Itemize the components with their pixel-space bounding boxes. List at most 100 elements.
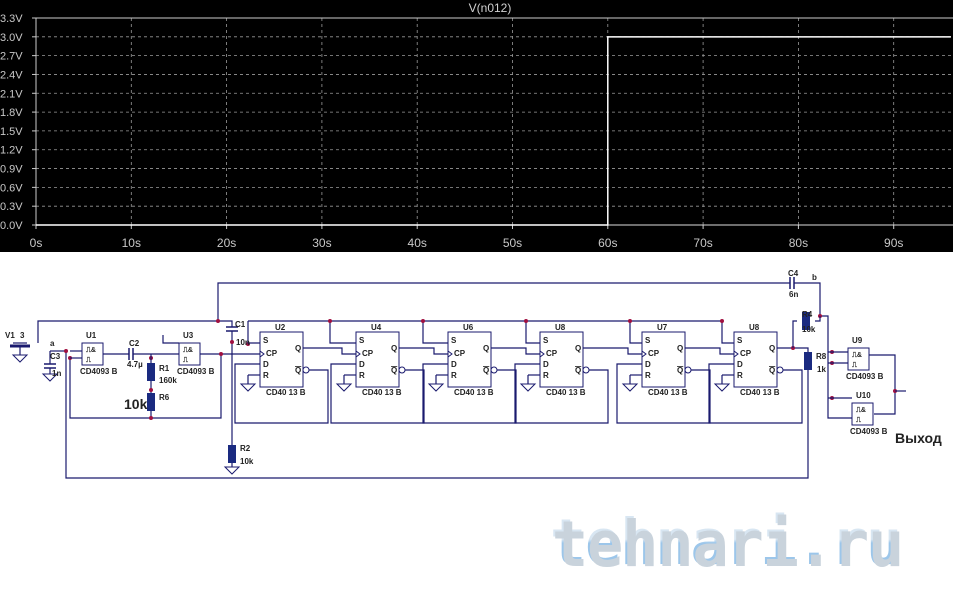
pin-qn: Q bbox=[483, 366, 489, 375]
wire bbox=[303, 347, 356, 355]
x-tick-label: 20s bbox=[217, 236, 236, 250]
pin-s: S bbox=[359, 336, 365, 345]
x-tick-label: 70s bbox=[693, 236, 712, 250]
node-b-label: b bbox=[812, 273, 817, 282]
flipflop-part: CD40 13 B bbox=[454, 388, 494, 397]
y-tick-label: 1.2V bbox=[0, 145, 23, 157]
wire bbox=[491, 347, 540, 355]
gate-part: CD4093 B bbox=[80, 367, 118, 376]
wire bbox=[708, 363, 803, 424]
capacitor bbox=[44, 363, 56, 369]
v1-label: V1 bbox=[5, 331, 15, 340]
pin-qn: Q bbox=[295, 366, 301, 375]
r1-label: R1 bbox=[159, 364, 170, 373]
capacitor bbox=[128, 348, 134, 360]
y-tick-label: 1.8V bbox=[0, 107, 23, 119]
resistor bbox=[147, 393, 155, 411]
y-tick-label: 1.5V bbox=[0, 126, 23, 138]
gate-part: CD4093 B bbox=[177, 367, 215, 376]
y-tick-label: 0.6V bbox=[0, 182, 23, 194]
r6-value: 10k bbox=[124, 396, 148, 412]
pin-d: D bbox=[543, 360, 549, 369]
x-tick-label: 10s bbox=[122, 236, 141, 250]
flipflop-name: U8 bbox=[555, 323, 566, 332]
resistor bbox=[147, 363, 155, 381]
clock-icon bbox=[447, 350, 453, 358]
pin-qn: Q bbox=[391, 366, 397, 375]
plot-title: V(n012) bbox=[469, 1, 512, 15]
y-tick-label: 3.0V bbox=[0, 32, 23, 44]
wire bbox=[514, 363, 609, 424]
ground-icon bbox=[223, 466, 241, 475]
clock-icon bbox=[539, 350, 545, 358]
pin-s: S bbox=[737, 336, 743, 345]
pin-cp: CP bbox=[454, 349, 466, 358]
wire bbox=[827, 405, 852, 419]
watermark-logo: tehnari.ru bbox=[550, 506, 902, 580]
pin-r: R bbox=[451, 371, 457, 380]
c2-label: C2 bbox=[129, 339, 140, 348]
v1-value: 3 bbox=[20, 331, 25, 340]
wire bbox=[525, 321, 540, 344]
inverter-bubble bbox=[582, 366, 590, 374]
schmitt-icon: ⎍& bbox=[855, 407, 866, 414]
x-tick-label: 30s bbox=[312, 236, 331, 250]
junction-dot bbox=[421, 319, 425, 323]
pin-d: D bbox=[737, 360, 743, 369]
pin-s: S bbox=[451, 336, 457, 345]
pin-cp: CP bbox=[740, 349, 752, 358]
pin-qn: Q bbox=[769, 366, 775, 375]
wire bbox=[815, 316, 821, 322]
junction-dot bbox=[230, 340, 234, 344]
inverter-bubble bbox=[490, 366, 498, 374]
pin-r: R bbox=[263, 371, 269, 380]
r8-value: 1k bbox=[817, 365, 826, 374]
pin-q: Q bbox=[483, 344, 489, 353]
gate-part: CD4093 B bbox=[846, 372, 884, 381]
inverter-bubble bbox=[398, 366, 406, 374]
gate-name: U3 bbox=[183, 331, 194, 340]
wire bbox=[37, 320, 233, 343]
schmitt-icon: ⎍ bbox=[182, 357, 188, 364]
c1-label: C1 bbox=[235, 320, 246, 329]
wire bbox=[422, 321, 448, 344]
ground-icon bbox=[621, 383, 639, 392]
ground-icon bbox=[519, 383, 537, 392]
pin-q: Q bbox=[575, 344, 581, 353]
junction-dot bbox=[219, 352, 223, 356]
inverter-bubble bbox=[776, 366, 784, 374]
pin-d: D bbox=[451, 360, 457, 369]
plot-canvas[interactable]: V(n012)3.3V3.0V2.7V2.4V2.1V1.8V1.5V1.2V0… bbox=[0, 0, 953, 252]
junction-dot bbox=[628, 319, 632, 323]
clock-icon bbox=[259, 350, 265, 358]
wire bbox=[399, 347, 448, 355]
schmitt-icon: ⎍& bbox=[851, 352, 862, 359]
d-flipflop bbox=[447, 331, 492, 388]
r4-label: R4 bbox=[802, 310, 813, 319]
junction-dot bbox=[328, 319, 332, 323]
junction-dot bbox=[64, 349, 68, 353]
pin-q: Q bbox=[391, 344, 397, 353]
junction-dot bbox=[149, 416, 153, 420]
pin-cp: CP bbox=[362, 349, 374, 358]
pin-s: S bbox=[543, 336, 549, 345]
junction-dot bbox=[149, 388, 153, 392]
flipflop-part: CD40 13 B bbox=[362, 388, 402, 397]
wire bbox=[330, 363, 425, 424]
ground-icon bbox=[427, 383, 445, 392]
wire bbox=[217, 282, 790, 321]
flipflop-part: CD40 13 B bbox=[266, 388, 306, 397]
wire bbox=[794, 282, 829, 405]
pin-q: Q bbox=[677, 344, 683, 353]
gate-name: U10 bbox=[856, 391, 871, 400]
pin-s: S bbox=[645, 336, 651, 345]
wire bbox=[616, 363, 711, 424]
wire bbox=[329, 321, 356, 344]
schematic-canvas: ⎍&⎍⎍&⎍⎍&⎍⎍&⎍SCPDRQQSCPDRQQSCPDRQQSCPDRQQ… bbox=[10, 277, 906, 479]
clock-icon bbox=[733, 350, 739, 358]
wire bbox=[69, 354, 222, 419]
wire bbox=[162, 335, 179, 344]
c1-value: 10n bbox=[236, 338, 250, 347]
